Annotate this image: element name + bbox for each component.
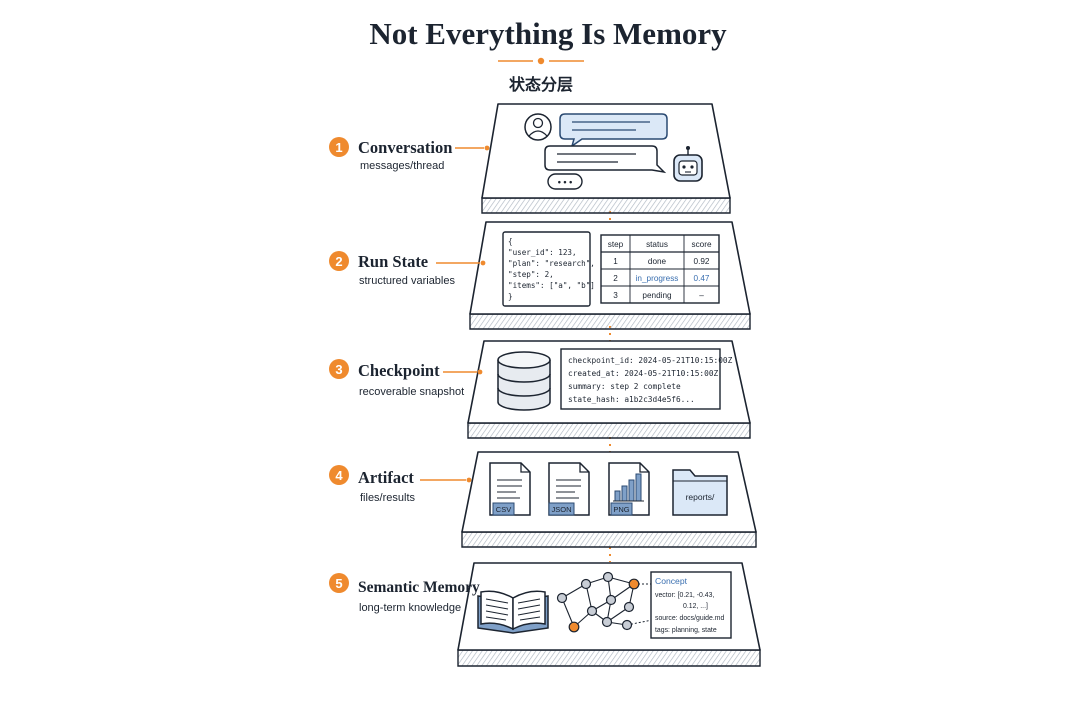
json-line: "user_id": 123, (508, 248, 577, 257)
table-cell-highlight: 0.47 (694, 274, 710, 283)
checkpoint-line: created_at: 2024-05-21T10:15:00Z (568, 369, 719, 378)
json-line: "items": ["a", "b"] (508, 281, 595, 290)
knowledge-graph-icon (556, 571, 653, 633)
page-title: Not Everything Is Memory (369, 16, 727, 51)
layer-description: long-term knowledge (359, 602, 461, 614)
file-badge: JSON (551, 505, 571, 514)
label-run-state: 2 Run State structured variables (329, 251, 486, 287)
checkpoint-card: checkpoint_id: 2024-05-21T10:15:00Z crea… (560, 348, 737, 410)
step-number: 4 (335, 468, 343, 483)
step-number: 1 (335, 140, 342, 155)
concept-card-title: Concept (655, 576, 688, 586)
layer-description: files/results (360, 492, 416, 504)
layer-description: recoverable snapshot (359, 386, 464, 398)
checkpoint-line: checkpoint_id: 2024-05-21T10:15:00Z (568, 356, 733, 365)
concept-card-line: tags: planning, state (655, 627, 717, 634)
concept-card-line: vector: [0.21, -0.43, (655, 592, 714, 599)
json-line: } (508, 292, 513, 301)
step-number: 2 (335, 254, 342, 269)
layer-checkpoint: checkpoint_id: 2024-05-21T10:15:00Z crea… (467, 340, 751, 439)
layer-semantic-memory: Concept vector: [0.21, -0.43, 0.12, ...]… (457, 562, 761, 667)
layer-artifact: CSV JSON PNG reports/ (461, 451, 757, 548)
layer-description: messages/thread (360, 160, 444, 172)
table-cell: 1 (613, 257, 618, 266)
bar-chart-image-icon: PNG (608, 462, 650, 516)
layer-name: Conversation (358, 138, 452, 157)
database-icon (497, 351, 551, 411)
step-badge (329, 573, 349, 593)
table-cell: done (648, 257, 667, 266)
bot-message-bubble (544, 145, 667, 174)
svg-text:checkpoint_id: 2024-05-21T10:1: checkpoint_id: 2024-05-21T10:15:00Z crea… (568, 356, 737, 404)
folder-icon: reports/ (672, 469, 728, 516)
typing-indicator: • • • (547, 173, 583, 190)
svg-text:• • •: • • • (558, 177, 572, 187)
step-number: 5 (335, 576, 342, 591)
table-header: step (608, 240, 624, 249)
step-badge (329, 359, 349, 379)
file-badge: PNG (613, 505, 629, 514)
label-artifact: 4 Artifact files/results (329, 465, 472, 504)
concept-card: Concept vector: [0.21, -0.43, 0.12, ...]… (650, 571, 732, 639)
layer-name: Semantic Memory (358, 579, 480, 596)
layer-name: Checkpoint (358, 361, 440, 380)
step-badge (329, 465, 349, 485)
svg-text:{ "user_id": 123,: { "user_id": 123, "plan": "research", "s… (508, 237, 599, 301)
table-header: score (691, 240, 711, 249)
open-book-icon (477, 590, 549, 634)
json-line: "step": 2, (508, 270, 554, 279)
step-number: 3 (335, 362, 342, 377)
table-cell: 2 (613, 274, 618, 283)
folder-label: reports/ (686, 492, 715, 502)
checkpoint-line: state_hash: a1b2c3d4e5f6... (568, 395, 695, 404)
user-avatar-icon (524, 113, 552, 141)
table-cell: – (699, 291, 704, 300)
label-semantic-memory: 5 Semantic Memory long-term knowledge (329, 573, 480, 614)
title-divider (498, 57, 584, 65)
user-message-bubble (559, 113, 668, 148)
label-checkpoint: 3 Checkpoint recoverable snapshot (329, 359, 483, 398)
page-subtitle: 状态分层 (509, 75, 573, 94)
step-badge (329, 251, 349, 271)
table-cell: 0.92 (694, 257, 710, 266)
csv-file-icon: CSV (489, 462, 531, 516)
layer-description: structured variables (359, 275, 455, 287)
checkpoint-line: summary: step 2 complete (568, 382, 681, 391)
file-badge: CSV (496, 505, 511, 514)
step-badge (329, 137, 349, 157)
run-state-table: step status score 1 done 0.92 2 in_progr… (600, 234, 720, 304)
layer-conversation: • • • (481, 103, 731, 214)
robot-icon (673, 146, 703, 182)
json-line: "plan": "research", (508, 259, 595, 268)
layer-run-state: { "user_id": 123, "plan": "research", "s… (469, 221, 751, 330)
table-cell: 3 (613, 291, 618, 300)
json-line: { (508, 237, 513, 246)
concept-card-line: 0.12, ...] (683, 603, 708, 610)
table-cell: pending (642, 291, 672, 300)
json-file-icon: JSON (548, 462, 590, 516)
table-header: status (646, 240, 668, 249)
concept-card-line: source: docs/guide.md (655, 615, 724, 622)
table-cell-highlight: in_progress (636, 274, 679, 283)
layer-name: Run State (358, 252, 428, 271)
json-panel: { "user_id": 123, "plan": "research", "s… (502, 231, 599, 307)
label-conversation: 1 Conversation messages/thread (329, 137, 490, 172)
layer-name: Artifact (358, 468, 414, 487)
